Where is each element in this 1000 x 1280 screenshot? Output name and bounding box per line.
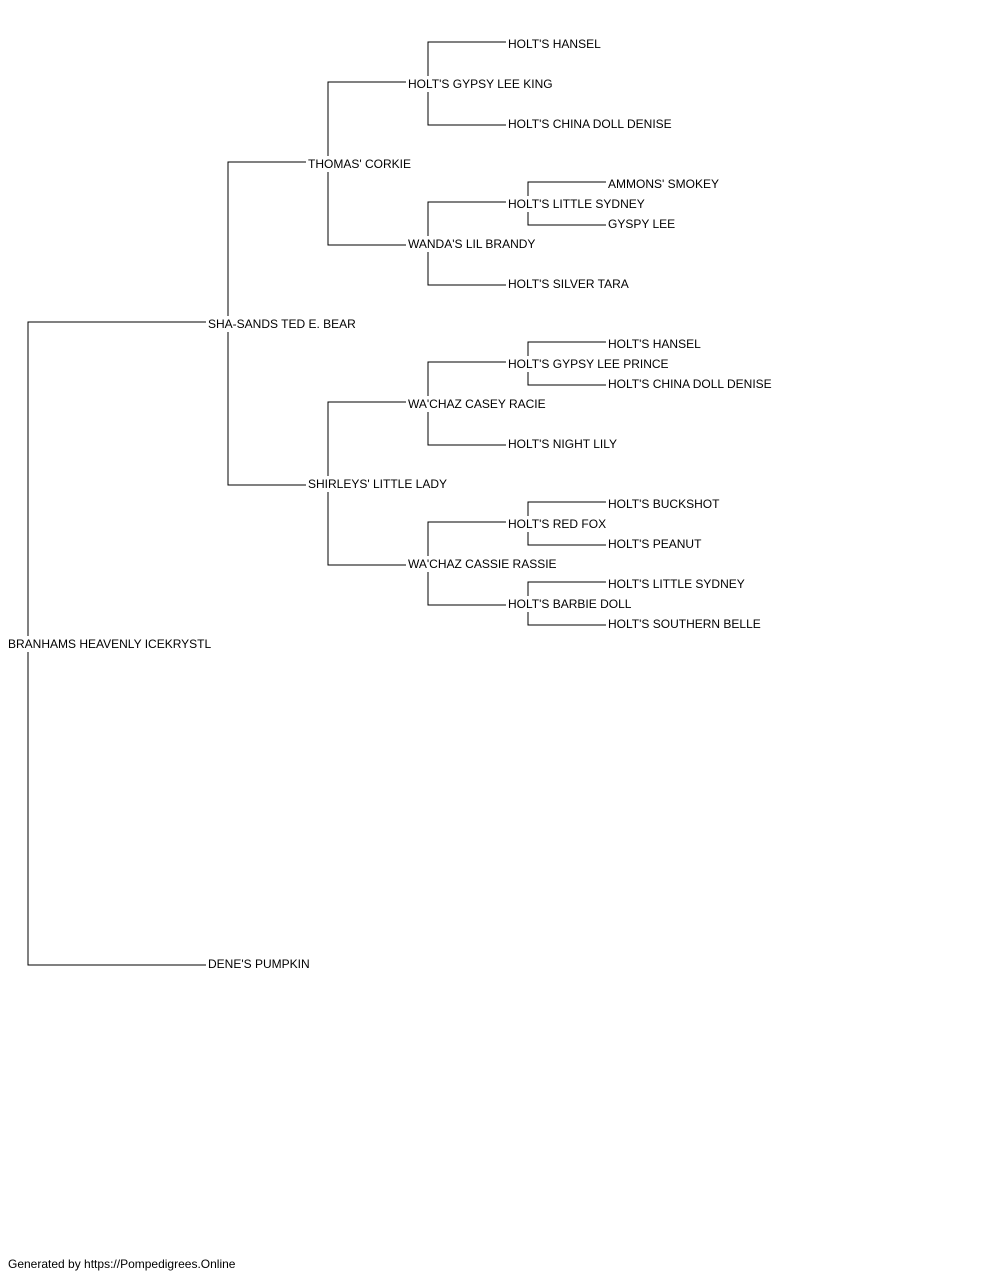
generated-by-footer: Generated by https://Pompedigrees.Online xyxy=(8,1257,236,1271)
pedigree-sire-dam-sire-dam: HOLT'S NIGHT LILY xyxy=(508,436,617,452)
pedigree-sire-dam-dam-dam-sire: HOLT'S LITTLE SYDNEY xyxy=(608,576,745,592)
pedigree-sire-sire: THOMAS' CORKIE xyxy=(308,156,411,172)
pedigree-dam: DENE'S PUMPKIN xyxy=(208,956,310,972)
pedigree-sire-sire-dam-sire: HOLT'S LITTLE SYDNEY xyxy=(508,196,645,212)
pedigree-sire-sire-sire: HOLT'S GYPSY LEE KING xyxy=(408,76,553,92)
pedigree-sire-sire-dam-sire-dam: GYSPY LEE xyxy=(608,216,676,232)
connector-lady-dam xyxy=(327,484,406,566)
pedigree-sire-dam-sire: WA'CHAZ CASEY RACIE xyxy=(408,396,546,412)
pedigree-sire-dam-sire-sire-sire: HOLT'S HANSEL xyxy=(608,336,701,352)
connector-sire-dam xyxy=(227,324,306,486)
connector-rassie-sire xyxy=(427,521,506,564)
pedigree-sire-dam-dam-sire-sire: HOLT'S BUCKSHOT xyxy=(608,496,720,512)
pedigree-sire-sire-dam-dam: HOLT'S SILVER TARA xyxy=(508,276,629,292)
pedigree-sire-dam-sire-sire: HOLT'S GYPSY LEE PRINCE xyxy=(508,356,669,372)
connector-rassie-dam xyxy=(427,564,506,606)
connector-subject-dam xyxy=(27,644,206,966)
connector-corkie-dam xyxy=(327,164,406,246)
pedigree-sire-dam-sire-sire-dam: HOLT'S CHINA DOLL DENISE xyxy=(608,376,772,392)
pedigree-sire-sire-dam: WANDA'S LIL BRANDY xyxy=(408,236,536,252)
pedigree-sire-sire-sire-sire: HOLT'S HANSEL xyxy=(508,36,601,52)
connector-racie-sire xyxy=(427,361,506,404)
connector-sire-sire xyxy=(227,161,306,324)
connector-king-dam xyxy=(427,84,506,126)
pedigree-sire-sire-sire-dam: HOLT'S CHINA DOLL DENISE xyxy=(508,116,672,132)
pedigree-sire-dam-dam-dam-dam: HOLT'S SOUTHERN BELLE xyxy=(608,616,761,632)
pedigree-sire-dam-dam-sire-dam: HOLT'S PEANUT xyxy=(608,536,702,552)
pedigree-sire-dam-dam: WA'CHAZ CASSIE RASSIE xyxy=(408,556,557,572)
connector-brandy-sire xyxy=(427,201,506,244)
connector-king-sire xyxy=(427,41,506,84)
connector-racie-dam xyxy=(427,404,506,446)
connector-subject-sire xyxy=(27,321,206,644)
pedigree-sire-dam-dam-dam: HOLT'S BARBIE DOLL xyxy=(508,596,632,612)
pedigree-sire-dam: SHIRLEYS' LITTLE LADY xyxy=(308,476,448,492)
pedigree-sire-sire-dam-sire-sire: AMMONS' SMOKEY xyxy=(608,176,719,192)
pedigree-sire: SHA-SANDS TED E. BEAR xyxy=(208,316,356,332)
connector-corkie-sire xyxy=(327,81,406,164)
pedigree-subject: BRANHAMS HEAVENLY ICEKRYSTL xyxy=(8,636,212,652)
connector-brandy-dam xyxy=(427,244,506,286)
pedigree-sire-dam-dam-sire: HOLT'S RED FOX xyxy=(508,516,607,532)
connector-lady-sire xyxy=(327,401,406,484)
